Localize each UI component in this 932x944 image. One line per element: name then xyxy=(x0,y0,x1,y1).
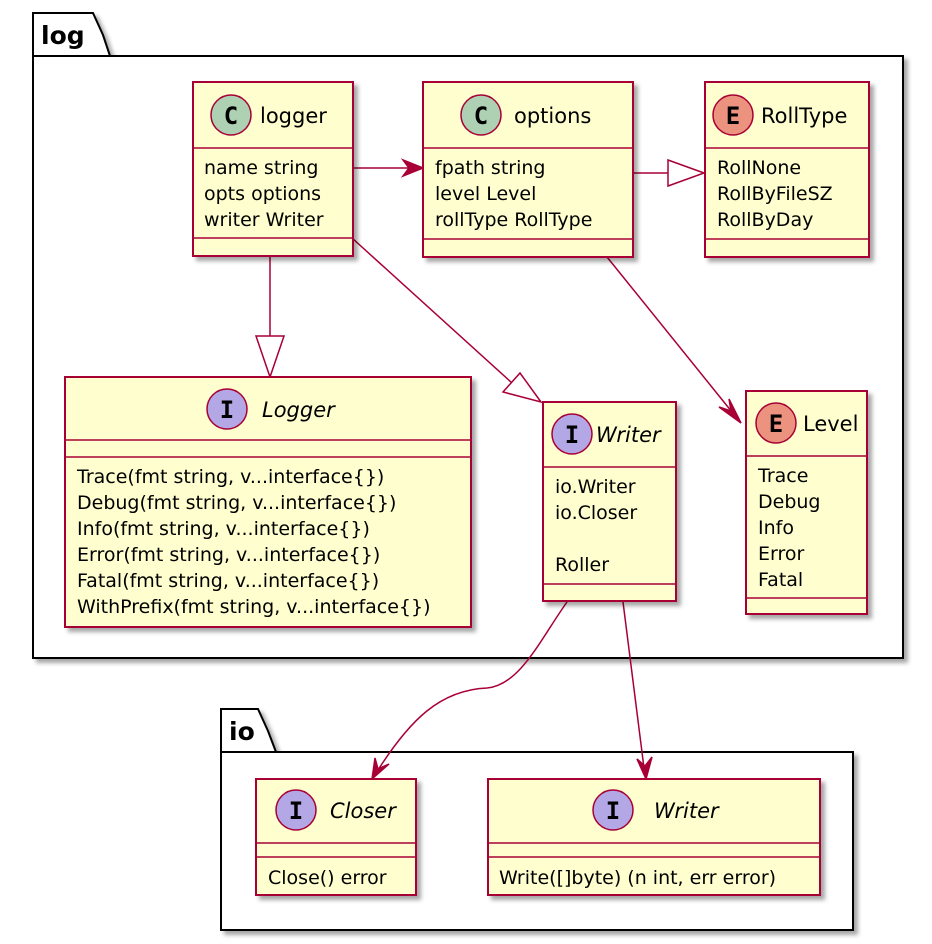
enum-value-level-0: Trace xyxy=(757,465,808,487)
class-logger-name: logger xyxy=(260,104,327,128)
interface-badge-icon xyxy=(206,388,248,430)
class-badge-icon xyxy=(460,94,502,136)
enum-value-rolltype-2: RollByDay xyxy=(717,209,813,231)
class-options-name: options xyxy=(514,104,591,128)
enum-level-name: Level xyxy=(803,412,858,436)
edge-logger-writer xyxy=(351,237,513,384)
interface-closer-name: Closer xyxy=(330,799,397,823)
enum-level[interactable]: E Level Trace Debug Info Error Fatal xyxy=(745,390,868,615)
enum-badge-letter: E xyxy=(726,102,740,130)
interface-badge-letter: I xyxy=(220,396,234,424)
enum-badge-letter: E xyxy=(769,410,783,438)
interface-badge-letter: I xyxy=(606,797,620,825)
class-options[interactable]: C options fpath string level Level rollT… xyxy=(422,81,634,258)
enum-rolltype[interactable]: E RollType RollNone RollByFileSZ RollByD… xyxy=(704,81,870,258)
field-writer-0: io.Writer xyxy=(555,476,636,498)
interface-io-writer[interactable]: I Writer Write([]byte) (n int, err error… xyxy=(487,778,821,896)
enum-badge-icon xyxy=(712,94,754,136)
interface-badge-icon xyxy=(592,789,634,831)
method-logger-1: Debug(fmt string, v...interface{}) xyxy=(77,492,396,514)
method-logger-2: Info(fmt string, v...interface{}) xyxy=(77,518,370,540)
edge-writer-iowriter xyxy=(622,601,645,769)
enum-badge-icon xyxy=(755,402,797,444)
interface-badge-icon xyxy=(551,413,593,455)
field-writer-3: Roller xyxy=(555,554,609,576)
interface-closer[interactable]: I Closer Close() error xyxy=(255,778,417,896)
method-logger-0: Trace(fmt string, v...interface{}) xyxy=(76,466,384,488)
arrowhead-writer-iowriter xyxy=(636,756,653,782)
interface-io-writer-name: Writer xyxy=(654,799,720,823)
enum-rolltype-name: RollType xyxy=(761,104,847,128)
field-writer-1: io.Closer xyxy=(555,502,637,524)
interface-badge-letter: I xyxy=(565,421,579,449)
edge-writer-closer xyxy=(377,601,568,771)
enum-value-rolltype-0: RollNone xyxy=(717,157,801,179)
arrowhead-logger-loggeriface xyxy=(254,335,286,380)
class-badge-letter: C xyxy=(224,102,238,130)
field-options-2: rollType RollType xyxy=(435,209,592,231)
method-closer-0: Close() error xyxy=(268,867,387,889)
class-badge-letter: C xyxy=(474,102,488,130)
method-logger-3: Error(fmt string, v...interface{}) xyxy=(77,544,380,566)
class-badge-icon xyxy=(210,94,252,136)
method-logger-4: Fatal(fmt string, v...interface{}) xyxy=(77,570,379,592)
interface-badge-letter: I xyxy=(289,797,303,825)
field-options-1: level Level xyxy=(435,183,536,205)
class-logger[interactable]: C logger name string opts options writer… xyxy=(192,81,354,257)
enum-value-level-3: Error xyxy=(758,543,805,565)
interface-logger-name: Logger xyxy=(262,398,336,422)
method-io-writer-0: Write([]byte) (n int, err error) xyxy=(499,867,776,889)
enum-value-level-4: Fatal xyxy=(758,569,803,591)
field-options-0: fpath string xyxy=(435,157,545,179)
arrowhead-options-level xyxy=(718,398,742,424)
arrowhead-logger-options xyxy=(400,158,426,178)
method-logger-5: WithPrefix(fmt string, v...interface{}) xyxy=(77,596,431,618)
enum-value-level-1: Debug xyxy=(758,491,820,513)
arrowhead-writer-closer xyxy=(370,757,390,781)
enum-value-rolltype-1: RollByFileSZ xyxy=(717,183,833,205)
arrowhead-logger-writer xyxy=(501,371,543,404)
field-logger-1: opts options xyxy=(204,183,321,205)
interface-badge-icon xyxy=(275,789,317,831)
field-logger-0: name string xyxy=(204,157,318,179)
interface-writer-name: Writer xyxy=(596,423,662,447)
interface-writer[interactable]: I Writer io.Writer io.Closer Roller xyxy=(542,401,677,602)
arrowhead-options-rolltype xyxy=(667,158,707,188)
enum-value-level-2: Info xyxy=(758,517,794,539)
field-logger-2: writer Writer xyxy=(204,209,324,231)
package-log-name: log xyxy=(41,21,85,50)
relations xyxy=(254,158,742,782)
package-io-name: io xyxy=(229,717,255,746)
edge-options-level xyxy=(606,256,733,413)
interface-logger[interactable]: I Logger Trace(fmt string, v...interface… xyxy=(64,376,472,628)
